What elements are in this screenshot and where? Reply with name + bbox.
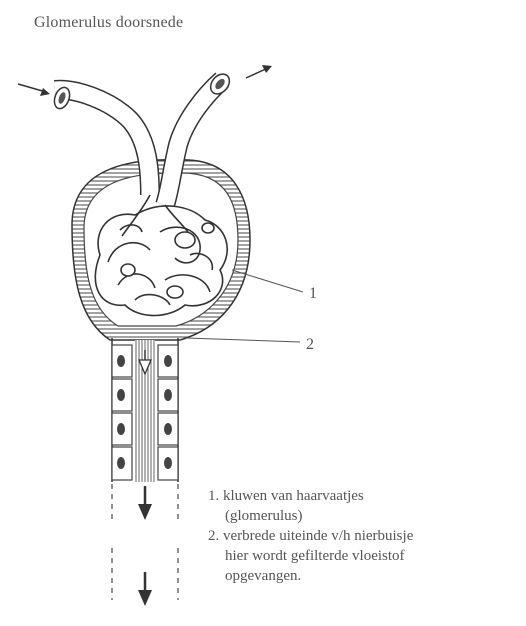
renal-tubule — [112, 338, 178, 600]
legend-item-2-line-1: 2. verbrede uiteinde v/h nierbuisje — [208, 526, 413, 546]
legend-item-2-line-2: hier wordt gefilterde vloeistof — [208, 546, 413, 566]
label-1: 1 — [309, 285, 317, 302]
legend-item-1-line-1: 1. kluwen van haarvaatjes — [208, 486, 413, 506]
label-2: 2 — [306, 336, 314, 353]
legend-item-1-line-2: (glomerulus) — [208, 506, 413, 526]
legend-item-2-line-3: opgevangen. — [208, 566, 413, 586]
legend: 1. kluwen van haarvaatjes (glomerulus) 2… — [208, 486, 413, 586]
